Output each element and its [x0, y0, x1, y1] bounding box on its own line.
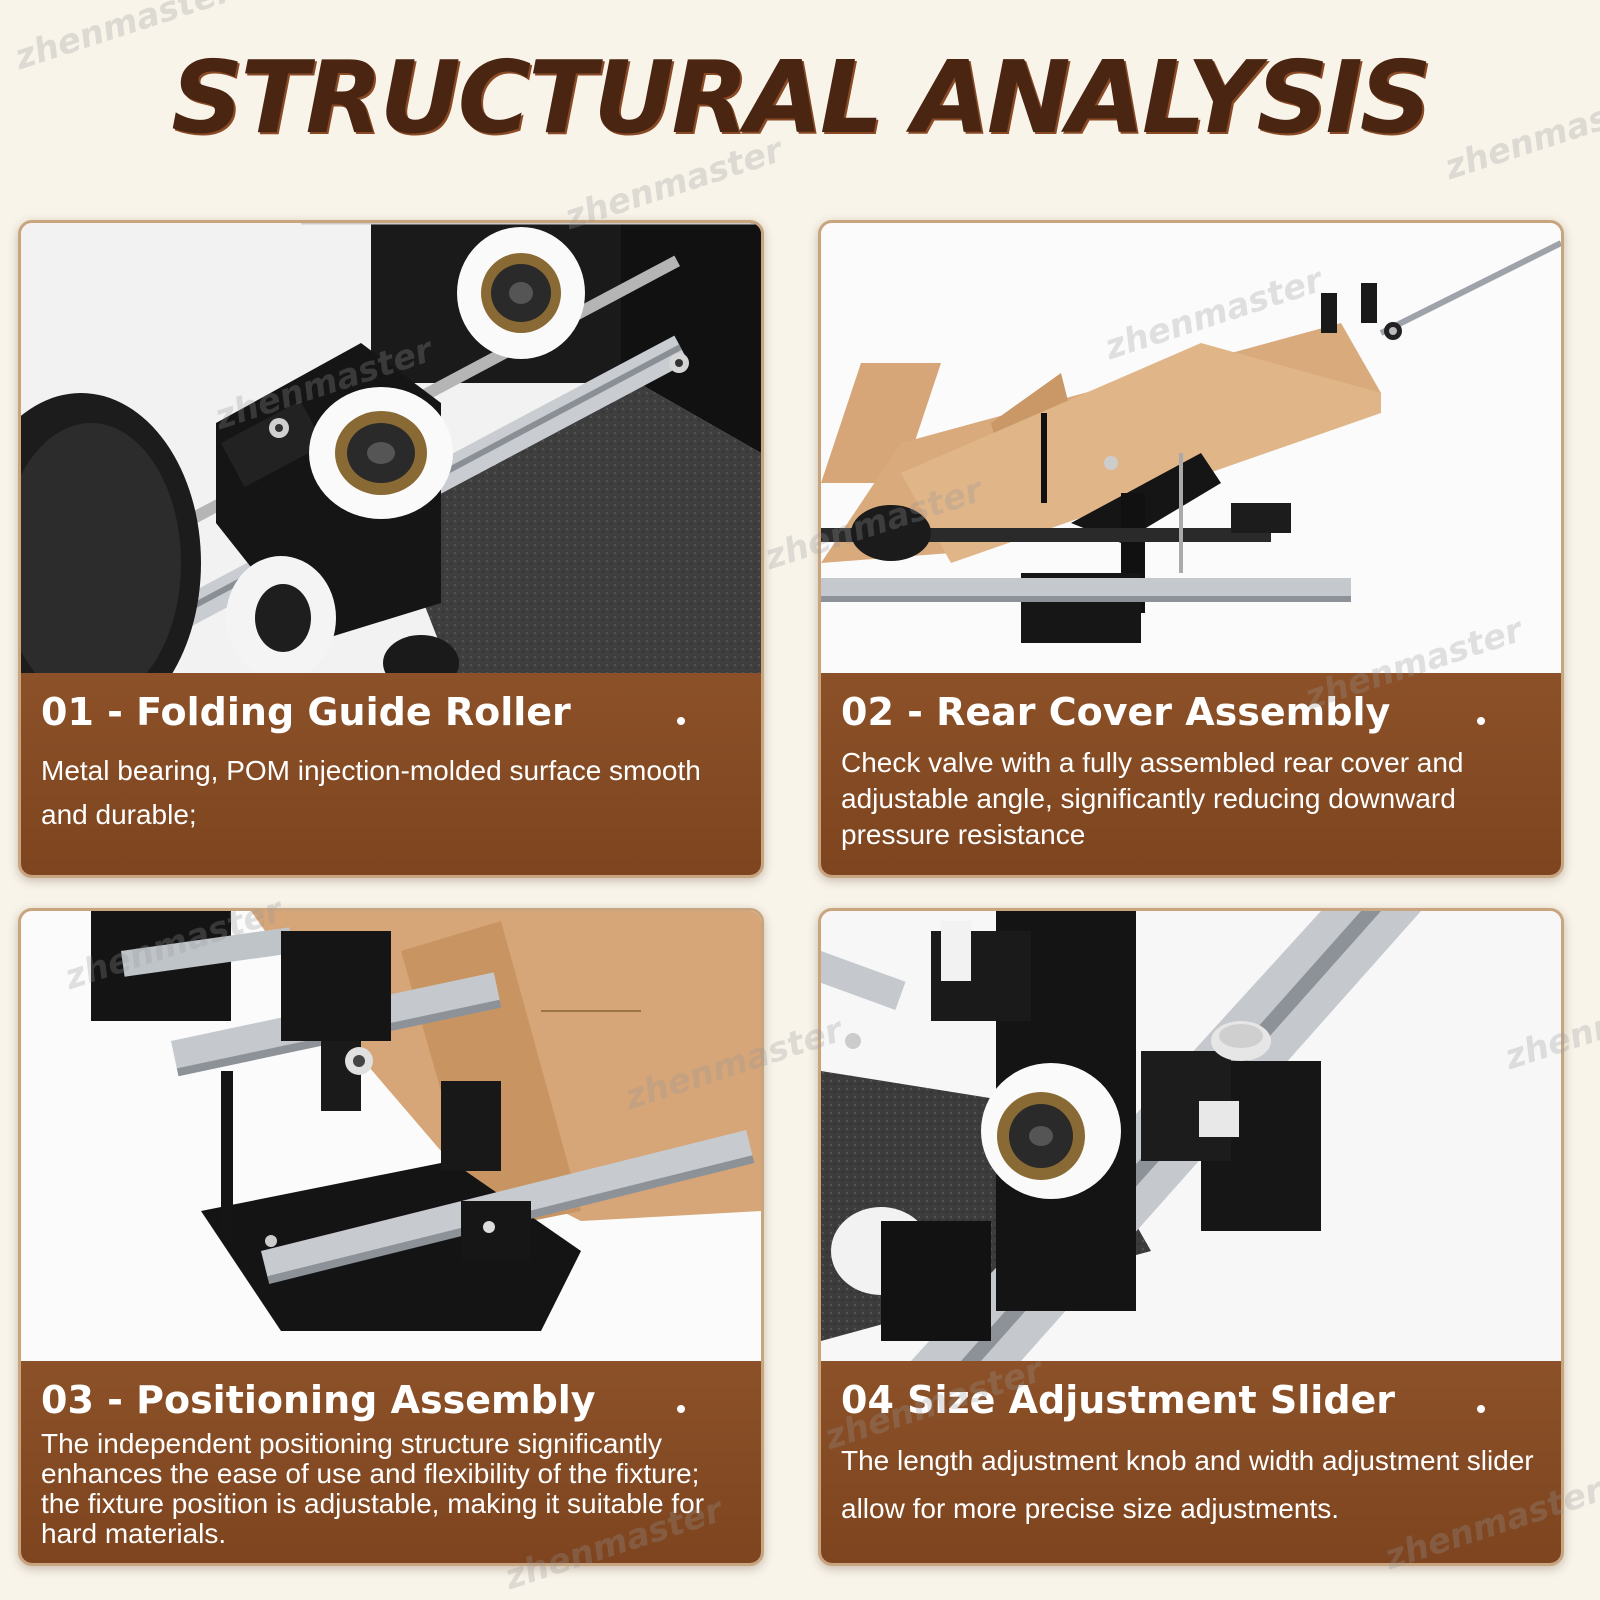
card-positioning-assembly: 03 - Positioning Assembly The independen… [18, 908, 764, 1566]
roller-photo [21, 223, 761, 673]
card-caption: 01 - Folding Guide Roller Metal bearing,… [21, 673, 761, 875]
positioning-photo [21, 911, 761, 1361]
card-heading: 03 - Positioning Assembly [41, 1378, 596, 1422]
bullet-dot-icon [677, 717, 685, 725]
bullet-dot-icon [677, 1405, 685, 1413]
card-folding-guide-roller: 01 - Folding Guide Roller Metal bearing,… [18, 220, 764, 878]
card-description: Metal bearing, POM injection-molded surf… [41, 755, 701, 830]
bullet-dot-icon [1477, 1405, 1485, 1413]
page-title: STRUCTURAL ANALYSIS [171, 39, 1431, 156]
card-size-adjustment-slider: 04 Size Adjustment Slider The length adj… [818, 908, 1564, 1566]
slider-photo [821, 911, 1561, 1361]
bullet-dot-icon [1477, 717, 1485, 725]
card-heading: 01 - Folding Guide Roller [41, 690, 571, 734]
card-heading: 02 - Rear Cover Assembly [841, 690, 1391, 734]
card-rear-cover-assembly: 02 - Rear Cover Assembly Check valve wit… [818, 220, 1564, 878]
rear-cover-photo [821, 223, 1561, 673]
card-caption: 03 - Positioning Assembly The independen… [21, 1361, 761, 1563]
card-description: The independent positioning structure si… [41, 1428, 705, 1549]
card-description: Check valve with a fully assembled rear … [841, 747, 1464, 850]
card-caption: 02 - Rear Cover Assembly Check valve wit… [821, 673, 1561, 875]
card-description: The length adjustment knob and width adj… [841, 1445, 1534, 1524]
card-heading: 04 Size Adjustment Slider [841, 1378, 1396, 1422]
card-caption: 04 Size Adjustment Slider The length adj… [821, 1361, 1561, 1563]
